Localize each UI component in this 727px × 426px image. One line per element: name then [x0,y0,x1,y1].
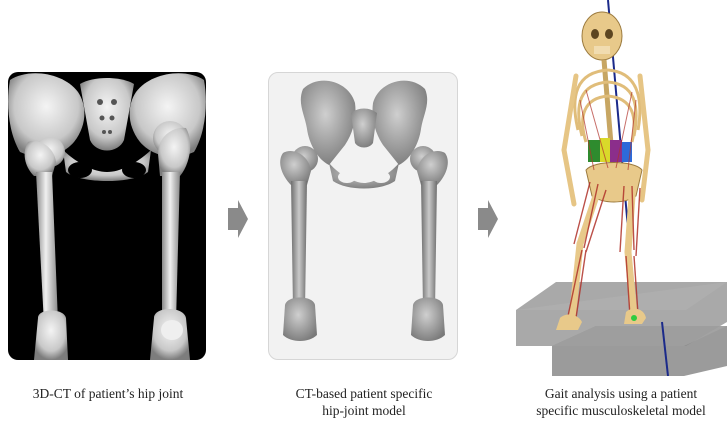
ct-caption: 3D-CT of patient’s hip joint [0,385,216,402]
ct-caption-line: 3D-CT of patient’s hip joint [0,385,216,402]
musculoskeletal-gait-illustration [516,0,727,376]
gait-caption-line-2: specific musculoskeletal model [515,402,727,419]
musculoskeletal-model-image [516,0,727,376]
gait-caption: Gait analysis using a patient specific m… [515,385,727,419]
hip-joint-model-illustration [269,73,458,360]
ct-image [8,72,206,360]
model-caption-line-2: hip-joint model [254,402,474,419]
model-caption: CT-based patient specific hip-joint mode… [254,385,474,419]
chevron-right-arrow-icon [228,200,248,238]
gait-caption-line-1: Gait analysis using a patient [515,385,727,402]
model-caption-line-1: CT-based patient specific [254,385,474,402]
hip-joint-model-image [268,72,458,360]
ct-hip-joint-illustration [8,72,206,360]
chevron-right-arrow-icon [478,200,498,238]
